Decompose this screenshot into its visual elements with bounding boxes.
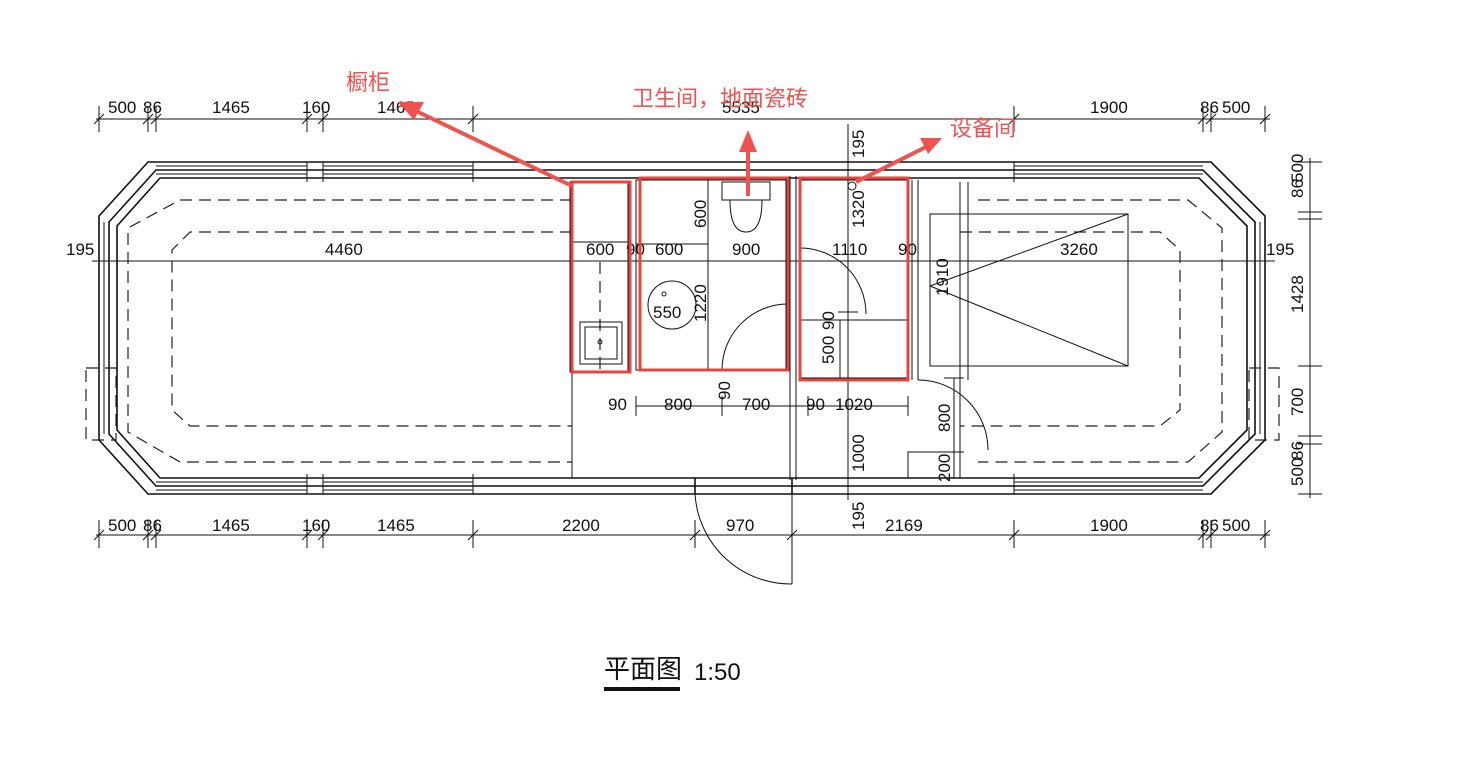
dashed-outlines bbox=[127, 199, 1223, 463]
title-scale: 1:50 bbox=[694, 659, 741, 686]
bathroom-arrowhead bbox=[739, 130, 757, 152]
dim-bed-height: 1910 bbox=[933, 258, 952, 296]
dim-right-86-bottom: 86 bbox=[1288, 441, 1307, 460]
dim-bottom-1465-a: 1465 bbox=[212, 516, 250, 535]
dim-right-500-top: 500 bbox=[1288, 154, 1307, 182]
dim-bath-w2: 900 bbox=[732, 240, 760, 259]
dim-cabinet-500: 500 bbox=[819, 336, 838, 364]
dim-left-195: 195 bbox=[66, 240, 94, 259]
dim-bottom-1465-b: 1465 bbox=[377, 516, 415, 535]
right-dimension-chain: 86 500 1428 700 86 500 195 bbox=[1266, 154, 1322, 498]
dim-top-1900: 1900 bbox=[1090, 98, 1128, 117]
dim-equip-height: 1320 bbox=[849, 190, 868, 228]
title-name: 平面图 bbox=[604, 655, 682, 685]
dim-top-86-left: 86 bbox=[143, 98, 162, 117]
highlight-boxes bbox=[570, 176, 910, 382]
dim-b90b: 90 bbox=[715, 381, 734, 400]
dim-right-86-top: 86 bbox=[1288, 179, 1307, 198]
equipment-highlight bbox=[798, 176, 910, 382]
dim-bed-width: 3260 bbox=[1060, 240, 1098, 259]
dim-equip-width: 1110 bbox=[832, 240, 867, 259]
cabinet-highlight bbox=[570, 180, 632, 374]
dim-top-160: 160 bbox=[302, 98, 330, 117]
dim-right-700: 700 bbox=[1288, 388, 1307, 416]
dim-bottom-500-right: 500 bbox=[1222, 516, 1250, 535]
dim-bottom-86-left: 86 bbox=[143, 516, 162, 535]
dim-door-800: 800 bbox=[935, 404, 954, 432]
dim-small-90: 90 bbox=[819, 311, 838, 330]
dim-bottom-1900: 1900 bbox=[1090, 516, 1128, 535]
drawing-title: 平面图 1:50 bbox=[604, 655, 741, 691]
dim-toilet-depth: 600 bbox=[691, 200, 710, 228]
bathroom-door-arc bbox=[721, 303, 789, 371]
dim-top-500-right: 500 bbox=[1222, 98, 1250, 117]
equipment-door-arc bbox=[799, 247, 867, 315]
dim-bottom-160: 160 bbox=[302, 516, 330, 535]
dim-b90a: 90 bbox=[608, 395, 627, 414]
label-equipment: 设备间 bbox=[950, 117, 1016, 142]
top-dimension-chain: 500 86 1465 160 1465 5535 1900 86 500 bbox=[93, 98, 1271, 132]
dim-b800: 800 bbox=[664, 395, 692, 414]
main-centerline: 195 bbox=[66, 240, 1275, 262]
dim-bottom-970: 970 bbox=[726, 516, 754, 535]
bathroom-highlight bbox=[638, 176, 790, 372]
dim-bottom-86-right: 86 bbox=[1200, 516, 1219, 535]
entrance-door-arc bbox=[694, 493, 793, 585]
dim-b90c: 90 bbox=[806, 395, 825, 414]
dim-bath-w1: 600 bbox=[655, 240, 683, 259]
interior-dimensions: 4460 600 90 600 900 1110 90 3260 550 600… bbox=[325, 124, 1098, 530]
kitchen-sink-icon bbox=[579, 321, 623, 365]
dim-equip-top: 195 bbox=[849, 130, 868, 158]
side-units bbox=[85, 367, 1280, 441]
cabinet-arrowhead bbox=[398, 102, 424, 120]
dim-right-500-bottom: 500 bbox=[1288, 458, 1307, 486]
dim-v200: 200 bbox=[935, 454, 954, 482]
bottom-dimension-chain: 500 86 1465 160 1465 2200 970 2169 1900 … bbox=[93, 516, 1271, 548]
sink-icon bbox=[647, 280, 697, 330]
dim-cabinet-width: 600 bbox=[586, 240, 614, 259]
dim-sink-height: 1220 bbox=[691, 284, 710, 322]
label-cabinet: 橱柜 bbox=[346, 71, 390, 96]
dim-top-5535: 5535 bbox=[722, 98, 760, 117]
dim-top-500-left: 500 bbox=[108, 98, 136, 117]
dim-bottom-2200: 2200 bbox=[562, 516, 600, 535]
dim-bottom-500-left: 500 bbox=[108, 516, 136, 535]
dim-right-195: 195 bbox=[1266, 240, 1294, 259]
dim-equip-195-bottom: 195 bbox=[849, 502, 868, 530]
dim-top-1465-a: 1465 bbox=[212, 98, 250, 117]
dim-bottom-2169: 2169 bbox=[885, 516, 923, 535]
dim-main-width: 4460 bbox=[325, 240, 363, 259]
label-bathroom: 卫生间，地面瓷砖 bbox=[632, 87, 808, 112]
dim-top-86-right: 86 bbox=[1200, 98, 1219, 117]
annotation-arrows bbox=[398, 102, 942, 196]
dim-b1020: 1020 bbox=[835, 395, 873, 414]
dim-v1000: 1000 bbox=[849, 434, 868, 472]
equipment-arrowhead bbox=[920, 138, 942, 154]
dim-right-1428: 1428 bbox=[1288, 275, 1307, 313]
bedroom-door-arc bbox=[917, 379, 989, 451]
outer-walls bbox=[98, 161, 1266, 495]
dim-sink-diameter: 550 bbox=[653, 303, 681, 322]
dim-b700: 700 bbox=[742, 395, 770, 414]
